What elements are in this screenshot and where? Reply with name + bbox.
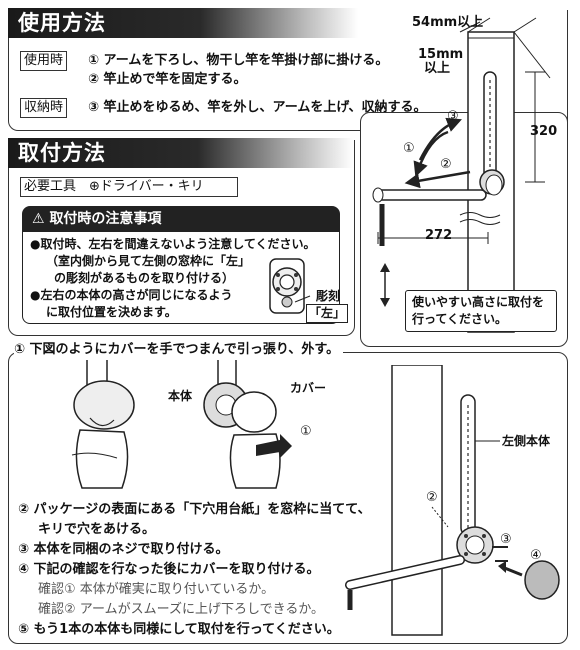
dim-side-1: 15mm [418,47,464,62]
height-note-line-1: 使いやすい高さに取付を [412,295,545,309]
callout-2: ② [426,490,438,505]
callout-4: ④ [530,548,542,563]
use-tag: 使用時 [20,51,68,71]
caution-line-3: の彫刻があるものを取り付ける） [54,271,235,285]
callout-1: ① [300,424,312,439]
caution-header: ⚠ 取付時の注意事項 [22,206,340,232]
install-title: 取付方法 [8,138,353,168]
hand-illustration-2 [203,360,292,489]
label-cover: カバー [290,381,327,395]
usage-step3: ③ 竿止めをゆるめ、竿を外し、アームを上げ、収納する。 [88,100,427,115]
engraving-illustration [269,258,311,314]
height-note-line-2: 行ってください。 [412,312,508,326]
diagram-num-1: ① [403,141,415,156]
caution-line-4: ●左右の本体の高さが同じになるよう [30,288,233,302]
hand-illustration-1 [71,360,135,489]
step-2a: ② パッケージの表面にある「下穴用台紙」を窓枠に当てて、 [18,502,371,517]
step-4: ④ 下記の確認を行なった後にカバーを取り付ける。 [18,562,320,577]
dim-side-2: 以上 [424,61,451,76]
caution-line-1: ●取付時、左右を間違えないよう注意してください。 [30,237,316,251]
step-2b: キリで穴をあける。 [38,522,156,537]
height-note-box [405,290,557,332]
tools-box: 必要工具 ⊕ドライバー・キリ [20,177,238,197]
dim-height: 320 [530,124,558,139]
usage-title: 使用方法 [8,8,358,38]
diagram-num-3: ③ [447,109,459,124]
dim-top: 54mm以上 [412,15,484,30]
installation-diagram [372,17,551,333]
callout-3: ③ [500,532,512,547]
step-1: ① 下図のようにカバーを手でつまんで引っ張り、外す。 [14,340,344,359]
check-1: 確認① 本体が確実に取り付いているか。 [38,582,275,597]
engrave-label-2: 「左」 [306,304,349,323]
diagram-num-2: ② [440,157,452,172]
warning-icon: ⚠ [32,211,50,227]
usage-step1: ① アームを下ろし、物干し竿を竿掛け部に掛ける。 [88,53,389,68]
store-tag: 収納時 [20,98,68,118]
step-5: ⑤ もう1本の本体も同様にして取付を行ってください。 [18,622,340,637]
caution-title: 取付時の注意事項 [49,211,162,227]
engrave-label-1: 彫刻 [316,289,341,303]
caution-line-2: （室内側から見て左側の窓枠に「左」 [46,254,251,268]
frame-installation-figure [345,365,560,636]
dim-width: 272 [425,228,453,243]
label-body: 本体 [168,389,193,403]
caution-box [22,232,340,324]
step-3: ③ 本体を同梱のネジで取り付ける。 [18,542,229,557]
caution-line-5: に取付位置を決めます。 [46,305,177,319]
label-left-body: 左側本体 [502,434,551,448]
usage-step2: ② 竿止めで竿を固定する。 [88,72,247,87]
check-2: 確認② アームがスムーズに上げ下ろしできるか。 [38,602,325,617]
